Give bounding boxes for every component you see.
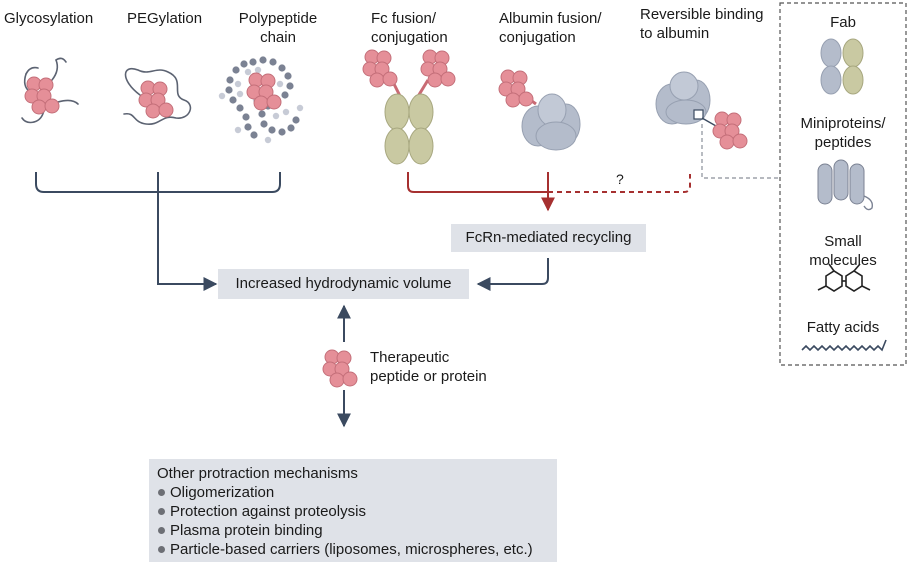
label-glycosylation: Glycosylation	[4, 10, 94, 27]
pegylation-icon	[123, 67, 192, 125]
arrow-to-volume-left	[157, 192, 218, 291]
polypeptide-chain-icon	[218, 56, 304, 144]
glycosylation-icon	[21, 57, 79, 124]
hydrodynamic-volume-label: Increased hydrodynamic volume	[235, 275, 452, 292]
therapeutic-label: Therapeutic peptide or protein	[370, 349, 487, 385]
bracket-volume-strategies	[35, 172, 281, 193]
unknown-link-mark: ?	[616, 171, 624, 187]
fatty-acid-icon	[801, 339, 887, 352]
other-mechanisms-title: Other protraction mechanisms	[157, 465, 358, 482]
label-albumin-fusion: Albumin fusion/ conjugation	[499, 10, 602, 46]
dashed-fcrn-link	[548, 174, 691, 193]
miniprotein-icon	[817, 159, 874, 211]
label-polypeptide-chain: Polypeptide chain	[238, 10, 318, 46]
bracket-fcrn	[407, 172, 548, 210]
label-miniproteins: Miniproteins/ peptides	[800, 115, 886, 151]
albumin-fusion-icon	[498, 69, 581, 151]
therapeutic-protein-icon	[322, 349, 358, 388]
arrow-fcrn-to-volume	[476, 258, 549, 291]
fab-icon	[820, 38, 864, 95]
small-molecule-icon	[817, 263, 871, 292]
label-reversible-binding: Reversible binding to albumin	[640, 6, 764, 42]
label-fc-fusion: Fc fusion/ conjugation	[371, 10, 448, 46]
label-fatty-acids: Fatty acids	[806, 319, 880, 336]
list-item: Plasma protein binding	[157, 521, 549, 540]
list-item: Protection against proteolysis	[157, 502, 549, 521]
label-pegylation: PEGylation	[127, 10, 203, 27]
callout-dashed-line	[701, 124, 780, 179]
list-item: Oligomerization	[157, 483, 549, 502]
fc-fusion-icon	[362, 49, 456, 165]
hydrodynamic-volume-box: Increased hydrodynamic volume	[218, 269, 469, 299]
label-small-molecules: Small molecules	[809, 233, 877, 269]
other-mechanisms-box: Other protraction mechanisms Oligomeriza…	[149, 459, 557, 562]
fcrn-recycling-box: FcRn-mediated recycling	[451, 224, 646, 252]
list-item: Particle-based carriers (liposomes, micr…	[157, 540, 549, 559]
other-mechanisms-list: Oligomerization Protection against prote…	[157, 483, 549, 559]
label-fab: Fab	[830, 14, 856, 31]
fcrn-recycling-label: FcRn-mediated recycling	[465, 229, 632, 246]
reversible-binding-icon	[655, 71, 748, 150]
binders-panel-border	[779, 2, 907, 366]
